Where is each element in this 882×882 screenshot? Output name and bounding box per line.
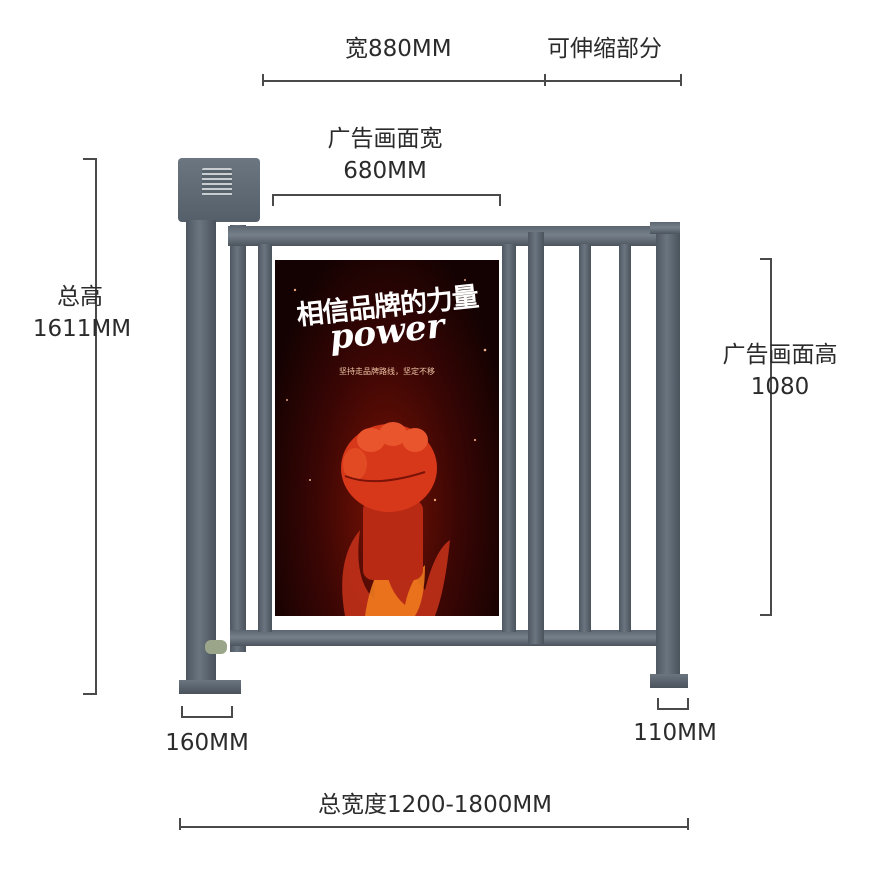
top-rail xyxy=(228,226,678,246)
dimension-tick xyxy=(181,706,183,718)
label-right-post: 110MM xyxy=(633,720,717,746)
fist-icon xyxy=(341,422,437,580)
label-ad-width-title: 广告画面宽 xyxy=(327,126,443,152)
dimension-line-left-post xyxy=(181,716,233,718)
right-post xyxy=(656,222,680,677)
label-total-height-title: 总高 xyxy=(57,284,103,310)
dimension-line-total-width xyxy=(179,826,689,828)
dimension-tick xyxy=(179,818,181,830)
dimension-tick xyxy=(83,158,95,160)
dimension-tick xyxy=(760,614,772,616)
dimension-tick xyxy=(262,74,264,86)
dimension-tick xyxy=(657,698,659,710)
divider-post xyxy=(528,232,544,644)
label-ad-height-title: 广告画面高 xyxy=(722,342,838,368)
dimension-tick xyxy=(272,194,274,206)
dimension-tick xyxy=(687,698,689,710)
dimension-line-ad-width xyxy=(272,194,501,196)
bottom-rail xyxy=(230,630,670,646)
dimension-line-right-post xyxy=(657,708,689,710)
right-base-plate xyxy=(650,674,688,688)
poster-frame-left xyxy=(258,244,272,632)
label-ad-width-value: 680MM xyxy=(343,158,427,184)
dimension-tick xyxy=(499,194,501,206)
dimension-tick xyxy=(680,74,682,86)
label-total-width: 总宽度1200-1800MM xyxy=(317,792,553,818)
retractable-bar xyxy=(619,244,631,632)
dimension-tick xyxy=(687,818,689,830)
dimension-tick xyxy=(544,74,546,86)
dimension-tick xyxy=(760,258,772,260)
right-post-cap xyxy=(650,222,680,234)
label-total-height-value: 1611MM xyxy=(32,316,132,342)
retractable-bar xyxy=(579,244,591,632)
dimension-line-ad-height xyxy=(770,258,772,616)
vent-grille-icon xyxy=(202,168,232,196)
left-inner-post xyxy=(230,225,246,652)
left-post xyxy=(186,220,216,682)
label-width-880: 宽880MM xyxy=(345,36,452,62)
dimension-line-width xyxy=(262,80,682,82)
dimension-tick xyxy=(231,706,233,718)
label-ad-height-value: 1080 xyxy=(750,374,810,400)
poster-subtitle: 坚持走品牌路线，坚定不移 xyxy=(339,367,435,376)
hinge-lock-icon xyxy=(205,640,227,654)
advertising-poster: 相信品牌的力量 power 坚持走品牌路线，坚定不移 xyxy=(275,260,499,616)
dimension-tick xyxy=(83,693,95,695)
label-retractable: 可伸缩部分 xyxy=(547,36,662,62)
poster-sparks xyxy=(286,279,487,616)
poster-frame-right xyxy=(502,244,516,632)
label-left-post: 160MM xyxy=(165,730,249,756)
dimension-line-total-height xyxy=(95,158,97,695)
left-base-plate xyxy=(179,680,241,694)
